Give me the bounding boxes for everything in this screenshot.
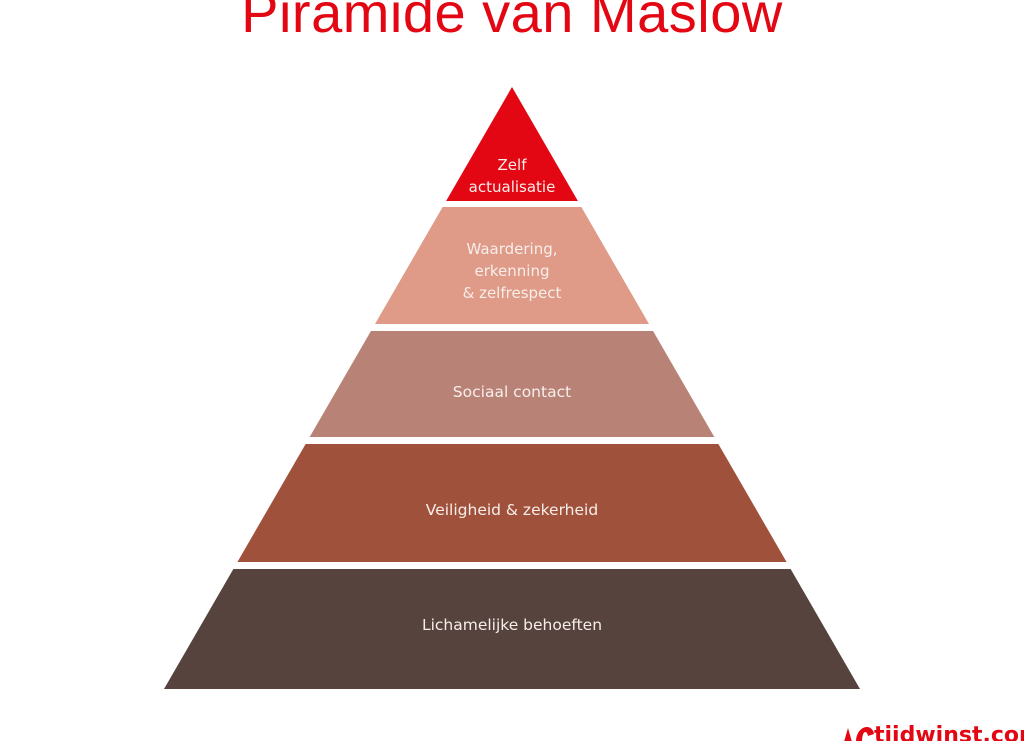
tijdwinst-logo: tijdwinst.com [838, 716, 1024, 741]
pyramid-label-line: actualisatie [469, 178, 556, 196]
pyramid-level-lichamelijk [164, 569, 860, 689]
pyramid-level-zelfactualisatie [446, 87, 578, 201]
pyramid-label-zelfactualisatie: Zelf actualisatie [469, 156, 556, 196]
pyramid-label-line: Zelf [498, 156, 528, 174]
pyramid-level-veiligheid [237, 444, 787, 562]
logo-text: tijdwinst.com [874, 723, 1024, 741]
pyramid-label-line: Lichamelijke behoeften [422, 616, 602, 634]
pyramid-label-line: & zelfrespect [463, 284, 562, 302]
pyramid-label-line: Sociaal contact [453, 383, 571, 401]
pyramid-label-line: erkenning [475, 262, 550, 280]
pyramid-label-line: Waardering, [466, 240, 557, 258]
pyramid-label-line: Veiligheid & zekerheid [426, 501, 598, 519]
pyramid-label-lichamelijk: Lichamelijke behoeften [422, 616, 602, 634]
pyramid-label-waardering: Waardering, erkenning & zelfrespect [463, 240, 562, 302]
pyramid-label-sociaal: Sociaal contact [453, 383, 571, 401]
pyramid-label-veiligheid: Veiligheid & zekerheid [426, 501, 598, 519]
pyramid-level-waardering [374, 207, 650, 324]
pyramid-level-sociaal [309, 331, 715, 437]
page-title: Piramide van Maslow [241, 0, 783, 44]
tijdwinst-logo-icon [844, 727, 874, 741]
